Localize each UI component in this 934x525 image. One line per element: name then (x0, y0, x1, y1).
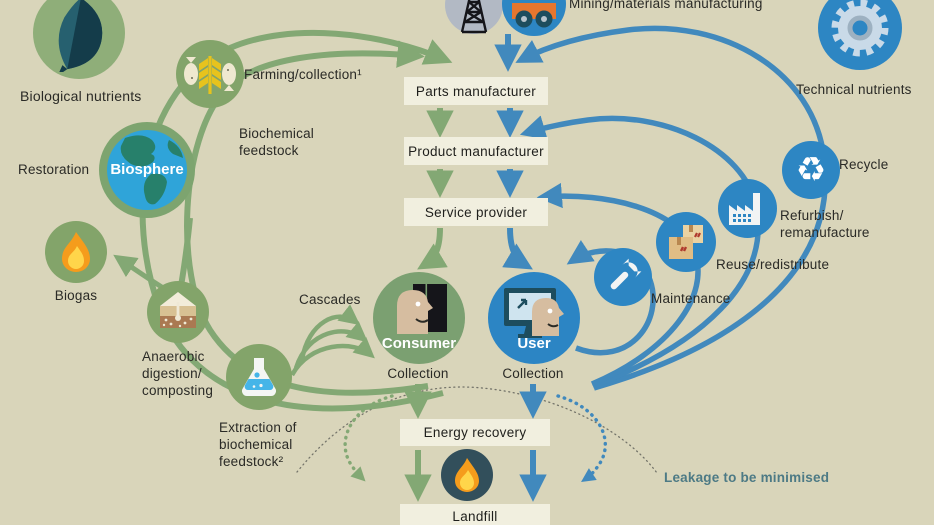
service-provider-label: Service provider (424, 204, 528, 220)
service-provider-box: Service provider (404, 198, 548, 226)
anaerobic-digestion-node (147, 281, 209, 343)
boxes-icon (669, 225, 703, 259)
green-inner-loop-arc (184, 40, 429, 396)
leaf-icon (58, 0, 103, 72)
biological-nutrients-label: Biological nutrients (20, 88, 142, 104)
materials-manufacturing-node (502, 0, 566, 36)
biosphere-label: Biosphere (110, 161, 184, 178)
user-label: User (517, 335, 551, 352)
reuse-label: Reuse/redistribute (716, 257, 830, 272)
recycle-label: Recycle (839, 157, 889, 172)
biogas-label: Biogas (54, 288, 98, 303)
cascade-arc-2 (293, 321, 368, 369)
wheat-fish-icon (184, 56, 236, 94)
collection-left-label: Collection (387, 366, 449, 381)
anaerobic-digestion-label: Anaerobic digestion/ composting (142, 349, 214, 398)
service-to-user-arrow (502, 227, 533, 270)
biosphere-node: Biosphere (99, 122, 195, 218)
biochemical-feedstock-label: Biochemical feedstock (239, 126, 314, 158)
consumer-fridge-person-icon (397, 284, 447, 334)
leakage-arrow-blue (556, 394, 607, 482)
consumer-label: Consumer (381, 335, 457, 352)
user-computer-person-icon (504, 288, 564, 338)
extraction-node (226, 344, 292, 410)
technical-nutrients-label: Technical nutrients (796, 82, 912, 97)
leakage-label: Leakage to be minimised (664, 470, 830, 485)
consumer-node: Consumer (373, 272, 465, 364)
parts-manufacturer-label: Parts manufacturer (415, 83, 537, 99)
technical-nutrients-node (818, 0, 902, 70)
biological-nutrients-node (33, 0, 125, 79)
leakage-dotted-arc (296, 386, 658, 474)
service-to-consumer-arrow (417, 227, 448, 270)
wrench-icon (610, 258, 642, 290)
cascade-arc-3 (290, 336, 375, 377)
mining-truck-icon (512, 3, 556, 28)
refurbish-node (718, 179, 777, 238)
cascades-label: Cascades (299, 292, 361, 307)
maintenance-label: Maintenance (651, 291, 731, 306)
recycle-loop-arc (515, 25, 829, 391)
restoration-label: Restoration (18, 162, 90, 177)
landfill-box: Landfill (400, 504, 550, 525)
collection-right-label: Collection (502, 366, 564, 381)
parts-manufacturer-box: Parts manufacturer (404, 77, 548, 105)
refurbish-label: Refurbish/ remanufacture (780, 208, 870, 240)
recycle-node: ♻ (782, 141, 840, 199)
mining-materials-label: Mining/materials manufacturing (569, 0, 763, 11)
user-node: User (488, 272, 580, 364)
extraction-label: Extraction of biochemical feedstock² (219, 420, 297, 469)
landfill-label: Landfill (452, 509, 498, 524)
gear-icon (831, 0, 889, 57)
flame-icon (455, 458, 479, 492)
leakage-arrow-green (343, 394, 394, 482)
energy-recovery-box: Energy recovery (400, 419, 550, 446)
globe-icon: Biosphere (107, 130, 187, 210)
farming-collection-label: Farming/collection¹ (244, 67, 362, 82)
maintenance-node (594, 248, 652, 306)
flask-icon (242, 358, 276, 396)
farming-collection-node (176, 40, 244, 108)
refurbish-loop-arc (519, 115, 761, 389)
soil-layers-icon (160, 292, 196, 328)
factory-icon (728, 192, 760, 225)
flame-icon (62, 232, 90, 272)
recycle-icon: ♻ (795, 151, 827, 189)
product-manufacturer-label: Product manufacturer (408, 143, 544, 159)
energy-from-waste-node (441, 449, 493, 501)
energy-recovery-label: Energy recovery (423, 425, 527, 440)
technical-cycle-arcs (494, 25, 829, 502)
product-manufacturer-box: Product manufacturer (404, 137, 548, 165)
reuse-node (656, 212, 716, 272)
oil-derrick-icon (460, 0, 488, 34)
biogas-node (45, 221, 107, 283)
globe-continents (120, 135, 183, 205)
